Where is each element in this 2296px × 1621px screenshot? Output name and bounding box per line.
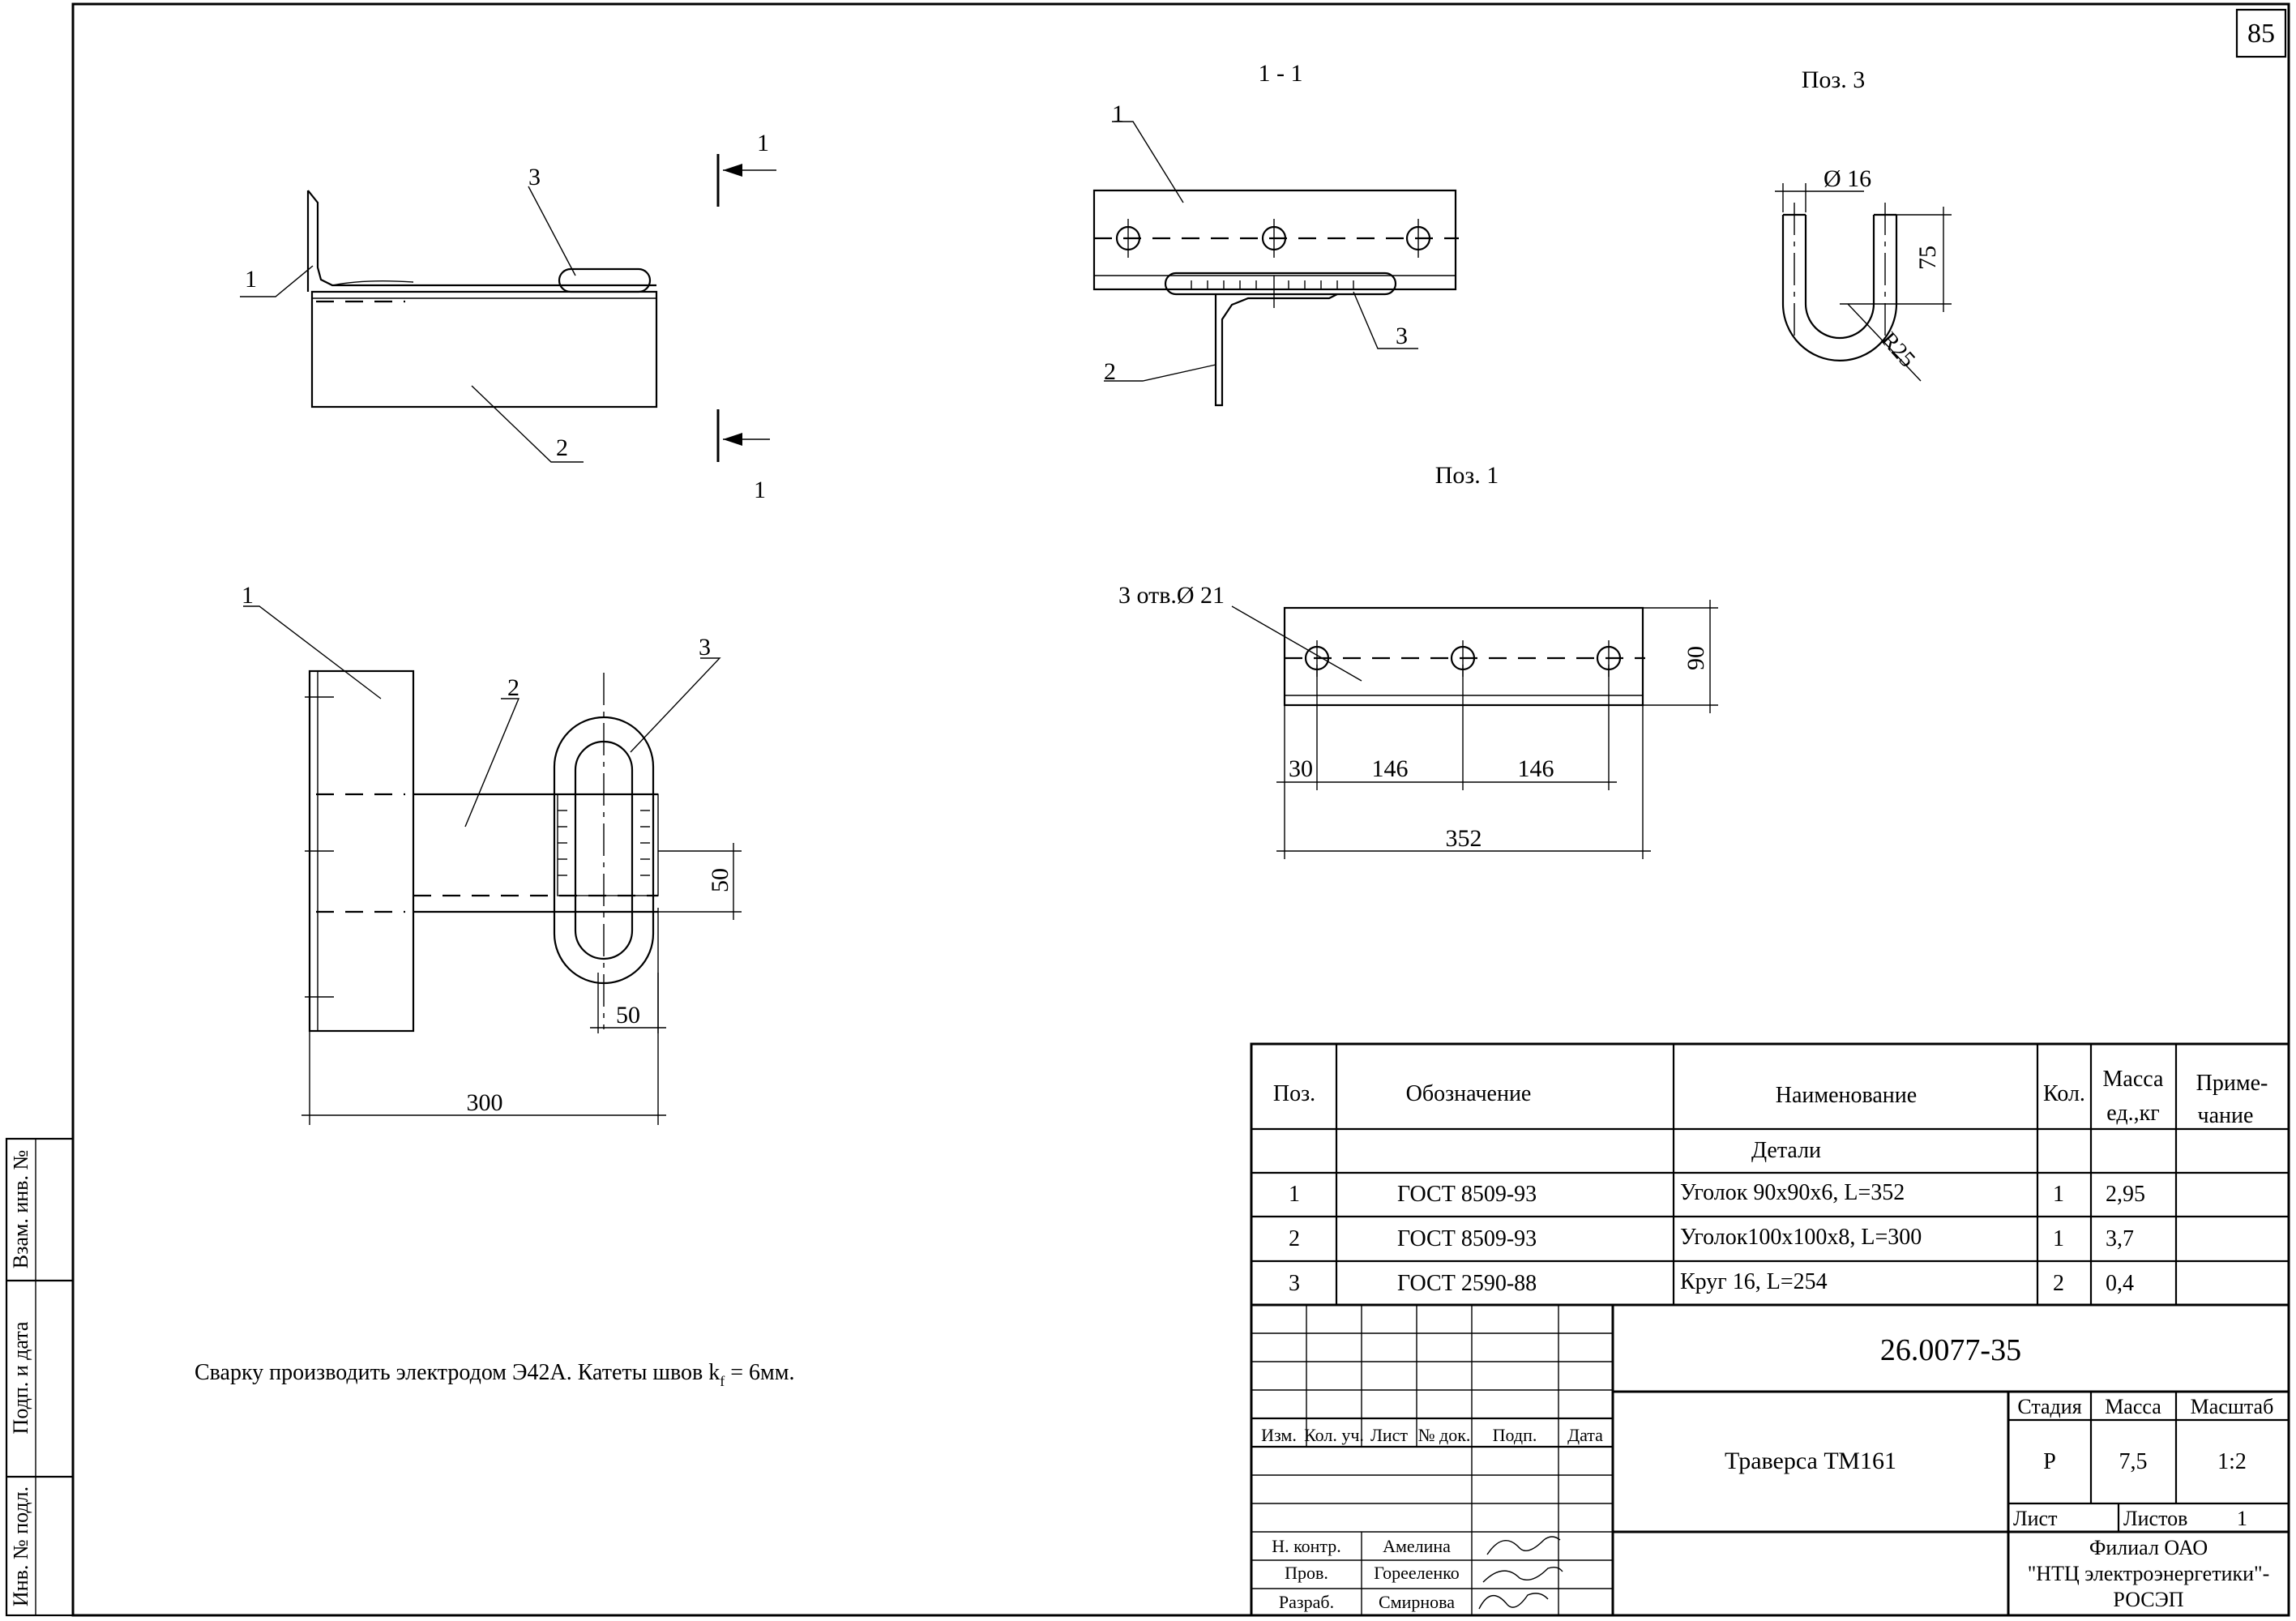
pos1-view: Поз. 1 3 отв.Ø 21 90 30 146 146 352 (1118, 462, 1718, 859)
spec-row-3-designation: ГОСТ 2590-88 (1397, 1271, 1537, 1296)
tb-org-2: "НТЦ электроэнергетики"- (2028, 1562, 2270, 1585)
plan-dim-50-vertical: 50 (707, 868, 733, 892)
spec-header-mass-unit: ед.,кг (2106, 1101, 2159, 1126)
spec-row-2-name: Уголок100х100х8, L=300 (1680, 1225, 1922, 1250)
welding-note: Сварку производить электродом Э42А. Кате… (195, 1360, 794, 1389)
tb-role-3: Разраб. (1279, 1592, 1334, 1612)
plan-callout-2: 2 (507, 674, 519, 701)
section-callout-1: 1 (1112, 101, 1124, 127)
tb-col-kol: Кол. уч. (1304, 1425, 1364, 1445)
side-stamp: Взам. инв. № Подп. и дата Инв. № подл. (5, 1137, 75, 1617)
tb-stage: Р (2043, 1449, 2056, 1474)
pos3-view: Поз. 3 Ø 16 75 R25 (1775, 66, 1952, 382)
tb-title: Траверса ТМ161 (1725, 1448, 1896, 1474)
tb-org-3: РОСЭП (2113, 1588, 2183, 1611)
spec-row-1-mass: 2,95 (2106, 1182, 2145, 1207)
spec-row-1-designation: ГОСТ 8509-93 (1397, 1182, 1537, 1207)
plan-dim-300: 300 (467, 1089, 503, 1116)
signature-1 (1486, 1536, 1561, 1555)
tb-col-podp: Подп. (1493, 1425, 1537, 1445)
tb-sheet-label: Лист (2013, 1507, 2057, 1530)
spec-header-designation: Обозначение (1406, 1081, 1532, 1106)
section-mark-top: 1 (757, 130, 769, 156)
spec-row-3-name: Круг 16, L=254 (1680, 1269, 1828, 1294)
spec-row-3-mass: 0,4 (2106, 1271, 2134, 1296)
pos3-title: Поз. 3 (1802, 66, 1866, 93)
tb-col-data: Дата (1567, 1425, 1603, 1445)
tb-mass-label: Масса (2105, 1395, 2161, 1418)
tb-scale-label: Масштаб (2191, 1395, 2274, 1418)
spec-header-note-2: чание (2198, 1103, 2254, 1128)
drawing-frame (71, 2, 2290, 1617)
tb-scale: 1:2 (2217, 1449, 2247, 1474)
stamp-vzam-inv: Взам. инв. № (9, 1150, 32, 1269)
side-callout-1: 1 (245, 266, 257, 293)
section-title: 1 - 1 (1259, 60, 1303, 87)
spec-row-1-pos: 1 (1289, 1182, 1300, 1207)
tb-stage-label: Стадия (2017, 1395, 2081, 1418)
spec-row-3-pos: 3 (1289, 1271, 1300, 1296)
title-block: Изм. Кол. уч. Лист № док. Подп. Дата Н. … (1250, 1303, 2290, 1617)
pos3-dim-radius: R25 (1876, 327, 1920, 372)
spec-row-3-qty: 2 (2053, 1271, 2064, 1296)
spec-header-mass: Масса (2103, 1067, 2165, 1092)
spec-row-2-designation: ГОСТ 8509-93 (1397, 1226, 1537, 1251)
spec-header-name: Наименование (1776, 1083, 1917, 1108)
tb-sheets-label: Листов (2123, 1507, 2187, 1530)
spec-section-details: Детали (1751, 1138, 1821, 1163)
spec-header-note: Приме- (2196, 1071, 2268, 1096)
pos1-dim-146a: 146 (1372, 755, 1409, 782)
specification-table: Поз. Обозначение Наименование Кол. Масса… (1250, 1042, 2290, 1307)
pos1-dim-352: 352 (1446, 825, 1482, 852)
plan-dim-50-horizontal: 50 (616, 1002, 640, 1029)
plan-callout-1: 1 (242, 582, 254, 609)
sheet-number: 85 (2247, 19, 2275, 49)
stamp-podp-data: Подп. и дата (9, 1321, 32, 1434)
pos1-dim-holes: 3 отв.Ø 21 (1118, 582, 1225, 609)
stamp-inv-podl: Инв. № подл. (9, 1486, 32, 1606)
side-callout-2: 2 (556, 434, 568, 461)
plan-view: 1 2 3 50 50 300 (242, 582, 742, 1125)
tb-col-ndok: № док. (1418, 1425, 1471, 1445)
pos1-dim-146b: 146 (1518, 755, 1554, 782)
signature-3 (1478, 1593, 1549, 1610)
tb-org-1: Филиал ОАО (2089, 1536, 2208, 1559)
tb-role-1: Н. контр. (1272, 1536, 1341, 1556)
pos1-title: Поз. 1 (1435, 462, 1499, 489)
section-callout-3: 3 (1396, 323, 1408, 349)
pos1-dim-30: 30 (1289, 755, 1313, 782)
tb-mass: 7,5 (2119, 1449, 2148, 1474)
section-mark-bottom: 1 (754, 477, 766, 503)
spec-header-qty: Кол. (2043, 1081, 2085, 1106)
tb-name-2: Горееленко (1374, 1563, 1459, 1583)
tb-doc-code: 26.0077-35 (1880, 1333, 2021, 1367)
spec-row-1-qty: 1 (2053, 1182, 2064, 1207)
pos1-dim-height: 90 (1682, 646, 1709, 670)
pos3-dim-diameter: Ø 16 (1824, 165, 1871, 192)
side-view: 1 3 2 1 1 (240, 130, 776, 503)
spec-row-2-pos: 2 (1289, 1226, 1300, 1251)
spec-row-2-mass: 3,7 (2106, 1226, 2134, 1251)
pos3-dim-height: 75 (1914, 246, 1941, 270)
section-view: 1 - 1 1 2 3 (1092, 60, 1459, 407)
spec-row-1-name: Уголок 90х90х6, L=352 (1680, 1180, 1905, 1205)
tb-col-izm: Изм. (1261, 1425, 1297, 1445)
spec-row-2-qty: 1 (2053, 1226, 2064, 1251)
plan-callout-3: 3 (699, 634, 711, 661)
signature-2 (1482, 1566, 1563, 1583)
sheet-number-box (2235, 8, 2287, 58)
side-callout-3: 3 (528, 164, 541, 190)
section-callout-2: 2 (1104, 358, 1116, 385)
tb-role-2: Пров. (1285, 1563, 1328, 1583)
tb-sheets: 1 (2237, 1507, 2247, 1530)
tb-col-list: Лист (1370, 1425, 1408, 1445)
tb-name-1: Амелина (1383, 1536, 1451, 1556)
tb-name-3: Смирнова (1379, 1592, 1455, 1612)
spec-header-pos: Поз. (1273, 1081, 1315, 1106)
